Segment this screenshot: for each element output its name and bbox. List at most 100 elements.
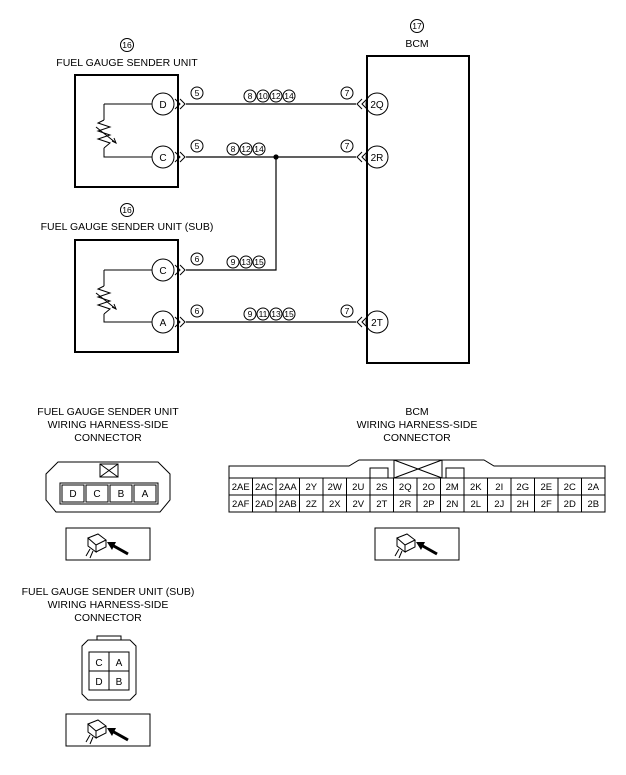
connector-top-pin-c: C: [93, 489, 100, 500]
bcm-pin-label: 2Y: [305, 482, 317, 493]
sub-sender-pin-a: [151, 310, 175, 334]
bcm-pin-2r: [365, 145, 389, 169]
wire-0-ref-0-text: 8: [248, 91, 253, 101]
circled-number-icon: [226, 142, 240, 156]
bcm-pin-label: 2Z: [306, 499, 317, 510]
bcm-pin-label: 2G: [516, 482, 529, 493]
wire-3-ref-0-text: 9: [248, 309, 253, 319]
wire-3-ref-2: 13: [269, 307, 283, 321]
wire-2-ref-1-text: 13: [241, 257, 251, 267]
bcm-pin-label: 2T: [376, 499, 387, 510]
bcm-pin-label: 2O: [422, 482, 435, 493]
wire-1-to-num-text: 7: [345, 141, 350, 151]
circled-number-icon: [120, 203, 134, 217]
circled-number-icon: [239, 255, 253, 269]
wire-0-from-num-text: 5: [195, 88, 200, 98]
connector-sub-title-3: CONNECTOR: [74, 612, 142, 624]
connector-sub-title-2: WIRING HARNESS-SIDE: [48, 599, 169, 611]
circled-number-icon: [282, 89, 296, 103]
connector-top-pin-a: A: [142, 489, 149, 500]
wire-0-ref-0: 8: [243, 89, 257, 103]
connector-sub-sender: FUEL GAUGE SENDER UNIT (SUB) WIRING HARN…: [22, 586, 194, 747]
wire-0-ref-2: 12: [269, 89, 283, 103]
connector-top-title-1: FUEL GAUGE SENDER UNIT: [37, 406, 179, 418]
bcm-box: [366, 55, 470, 364]
wires: [186, 103, 356, 323]
bcm-pin-label: 2AA: [279, 482, 298, 493]
double-chevron-terminal-icon: [174, 98, 186, 328]
circled-number-icon: [190, 139, 204, 153]
bcm-pin-label: 2B: [587, 499, 599, 510]
bcm-pin-label: 2N: [446, 499, 458, 510]
connector-sub-housing: [81, 639, 137, 701]
connector-sub-pin-a: A: [116, 658, 123, 669]
wire-3-to-num: 7: [340, 304, 354, 318]
variable-resistor-icon: [95, 119, 117, 149]
sub-sender-title: FUEL GAUGE SENDER UNIT (SUB): [41, 221, 214, 233]
bcm-pin-label: 2A: [587, 482, 599, 493]
circled-number-icon: [256, 307, 270, 321]
connector-top-pin-b: B: [118, 489, 125, 500]
top-sender-pin-d: [151, 92, 175, 116]
bcm-pin-label: 2I: [495, 482, 503, 493]
circled-number-icon: [410, 19, 424, 33]
bcm-pin-label: 2F: [541, 499, 552, 510]
sub-sender-pin-c-label: C: [159, 266, 166, 277]
circled-number-icon: [190, 86, 204, 100]
wire-splice-sub-c: [186, 157, 277, 271]
bcm-pin-label: 2R: [399, 499, 411, 510]
bcm-pin-label: 2W: [328, 482, 342, 493]
wire-2-ref-2: 15: [252, 255, 266, 269]
wire-3-ref-1-text: 11: [259, 309, 268, 319]
circled-number-icon: [340, 86, 354, 100]
top-sender-unit: 16 FUEL GAUGE SENDER UNIT D C: [56, 38, 198, 188]
top-sender-pin-c-label: C: [159, 153, 166, 164]
wire-0-to-num-text: 7: [345, 88, 350, 98]
bcm-pin-2q: [365, 92, 389, 116]
wire-1-ref-0-text: 8: [231, 144, 236, 154]
bcm-pin-label: 2J: [494, 499, 504, 510]
wire-0-ref-3-text: 14: [284, 91, 294, 101]
wire-2-ref-2-text: 15: [254, 257, 264, 267]
circled-number-icon: [190, 252, 204, 266]
bcm-pin-label: 2X: [329, 499, 341, 510]
connector-bcm-title-3: CONNECTOR: [383, 432, 451, 444]
wire-2-ref-0-text: 9: [231, 257, 236, 267]
wire-1-ref-0: 8: [226, 142, 240, 156]
bcm-pin-label: 2AE: [232, 482, 250, 493]
variable-resistor-icon: [95, 285, 117, 315]
wire-0-from-num: 5: [190, 86, 204, 100]
circled-number-icon: [226, 255, 240, 269]
bcm-pin-label: 2V: [352, 499, 364, 510]
top-sender-pin-d-label: D: [159, 100, 166, 111]
wire-0-ref-1: 10: [256, 89, 270, 103]
bcm-pin-label: 2D: [564, 499, 576, 510]
wire-2-from-num-text: 6: [195, 254, 200, 264]
bcm-pin-label: 2U: [352, 482, 364, 493]
bcm-title: BCM: [405, 38, 428, 50]
connector-top-housing: [45, 461, 171, 513]
wire-0-ref-2-text: 12: [271, 91, 281, 101]
bcm-pin-label: 2K: [470, 482, 482, 493]
bcm-pin-label: 2AC: [255, 482, 274, 493]
connector-sub-pin-d: D: [95, 677, 102, 688]
wire-3-from-num: 6: [190, 304, 204, 318]
connector-bcm-title-2: WIRING HARNESS-SIDE: [357, 419, 478, 431]
sub-sender-ref: 16: [122, 205, 132, 215]
bcm-unit: 17 BCM 2Q 2R 2T: [365, 19, 470, 364]
wire-1-ref-2-text: 14: [254, 144, 264, 154]
connector-top-pin-d: D: [69, 489, 76, 500]
circled-number-icon: [256, 89, 270, 103]
connector-sub-pin-c: C: [95, 658, 102, 669]
top-sender-ref: 16: [122, 40, 132, 50]
connector-sub-pin-b: B: [116, 677, 123, 688]
bcm-pin-label: 2P: [423, 499, 435, 510]
wire-3-ref-2-text: 13: [271, 309, 281, 319]
wire-2-from-num: 6: [190, 252, 204, 266]
wire-3-ref-0: 9: [243, 307, 257, 321]
sub-sender-unit: 16 FUEL GAUGE SENDER UNIT (SUB) C A: [41, 203, 214, 353]
wire-1-from-num-text: 5: [195, 141, 200, 151]
